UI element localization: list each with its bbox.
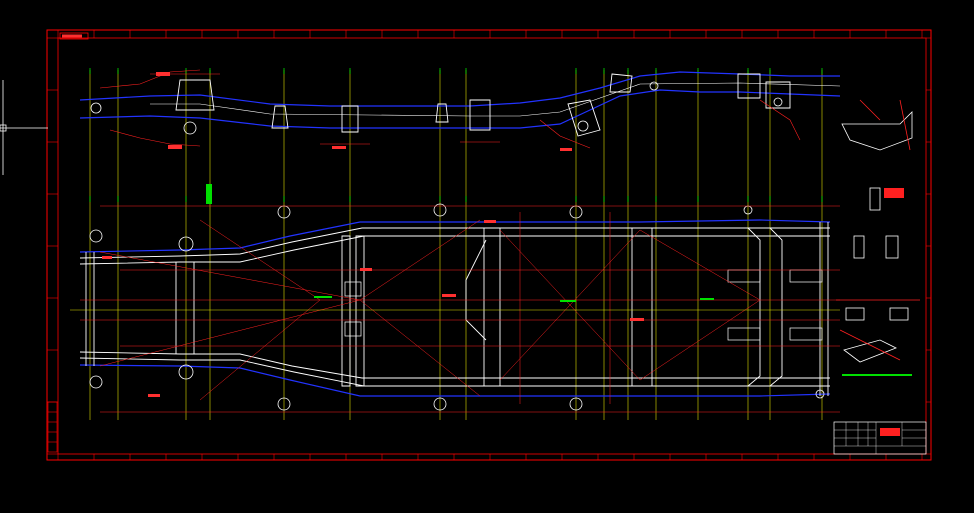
cursor-crosshair	[0, 80, 48, 175]
plan-rail-upper-outline	[79, 219, 831, 253]
side-dimensions	[99, 69, 801, 149]
detail-section-b	[853, 187, 904, 259]
side-highlights	[156, 72, 572, 151]
drawing-border-inner	[57, 37, 927, 455]
plan-dimensions	[80, 205, 840, 413]
plan-cross-members	[344, 269, 823, 341]
plan-rail-lower-outline	[79, 364, 831, 397]
plan-green-labels	[206, 184, 714, 302]
frame-plan-view[interactable]	[70, 184, 840, 413]
border-ruler-ticks	[47, 30, 931, 460]
detail-section-c	[836, 299, 920, 376]
side-rail-top	[79, 71, 840, 107]
detail-section-a	[841, 99, 913, 151]
plan-mount-pads	[89, 203, 825, 411]
top-left-label-fill	[62, 34, 82, 38]
plan-highlights	[102, 220, 644, 397]
side-brackets	[175, 73, 791, 137]
station-centerlines	[89, 70, 823, 420]
side-rail-inner	[150, 82, 841, 117]
side-rail-bottom	[79, 89, 841, 129]
station-markers	[89, 68, 823, 202]
drawing-border-outer	[46, 29, 932, 461]
plan-rails	[79, 222, 830, 396]
side-mounts	[90, 81, 783, 135]
logo-stamp	[880, 428, 900, 436]
frame-side-view[interactable]	[79, 69, 841, 151]
top-left-label-box	[59, 32, 89, 40]
left-margin-boxes	[47, 401, 58, 453]
title-block[interactable]	[833, 421, 927, 455]
detail-views[interactable]	[836, 99, 920, 376]
